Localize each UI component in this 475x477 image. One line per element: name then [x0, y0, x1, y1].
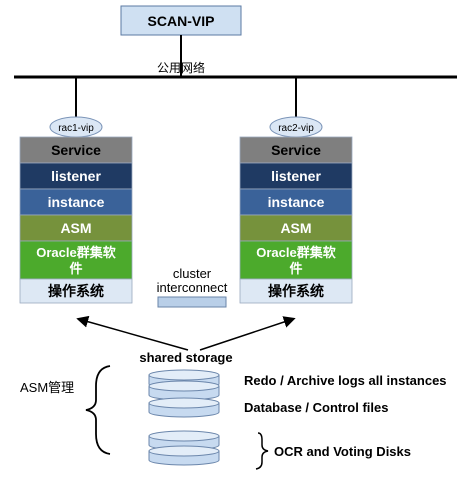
layer-label: instance [48, 194, 105, 210]
layer-label: Service [51, 142, 101, 158]
layer-box [19, 136, 133, 164]
layer-label: Service [271, 142, 321, 158]
layer-label: 操作系统 [48, 283, 104, 299]
layer-box [239, 162, 353, 190]
disk-top [148, 445, 220, 457]
layer-label: Oracle群集软 [36, 245, 115, 260]
scan-vip-box: SCAN-VIP [120, 5, 242, 36]
public-network-label: 公用网络 [157, 60, 205, 75]
layer-box [19, 214, 133, 242]
layer-label: listener [51, 168, 101, 184]
layer-label: 操作系统 [268, 283, 324, 299]
shared-storage-label: shared storage [139, 350, 232, 365]
storage-disks [148, 369, 220, 466]
interconnect-label-line2: interconnect [157, 280, 228, 295]
asm-brace [85, 365, 111, 455]
vip-label: rac1-vip [58, 123, 94, 134]
storage-item-database: Database / Control files [244, 400, 388, 415]
layer-box [239, 240, 353, 280]
storage-item-ocr: OCR and Voting Disks [274, 444, 411, 459]
layer-label: ASM [280, 220, 311, 236]
layer-box [19, 240, 133, 280]
layer-label: instance [268, 194, 325, 210]
layer-label: 件 [289, 261, 302, 276]
disk-top [148, 397, 220, 409]
interconnect-label-line1: cluster [173, 266, 212, 281]
layer-box [19, 278, 133, 304]
disk-top [148, 380, 220, 392]
cluster-interconnect: cluster interconnect [157, 266, 228, 308]
layer-box [239, 278, 353, 304]
storage-item-redo: Redo / Archive logs all instances [244, 373, 447, 388]
layer-box [19, 162, 133, 190]
layer-label: Oracle群集软 [256, 245, 335, 260]
scan-vip-label: SCAN-VIP [148, 13, 215, 29]
layer-label: listener [271, 168, 321, 184]
storage-arrow-left [76, 315, 189, 351]
disk-top [148, 430, 220, 442]
layer-label: 件 [69, 261, 82, 276]
layer-label: ASM [60, 220, 91, 236]
disk-top [148, 369, 220, 381]
storage-label-bracket [255, 432, 269, 470]
vip-label: rac2-vip [278, 123, 314, 134]
layer-box [239, 188, 353, 216]
storage-arrow-right [199, 316, 296, 351]
asm-mgmt-label: ASM管理 [20, 380, 74, 395]
layer-box [19, 188, 133, 216]
